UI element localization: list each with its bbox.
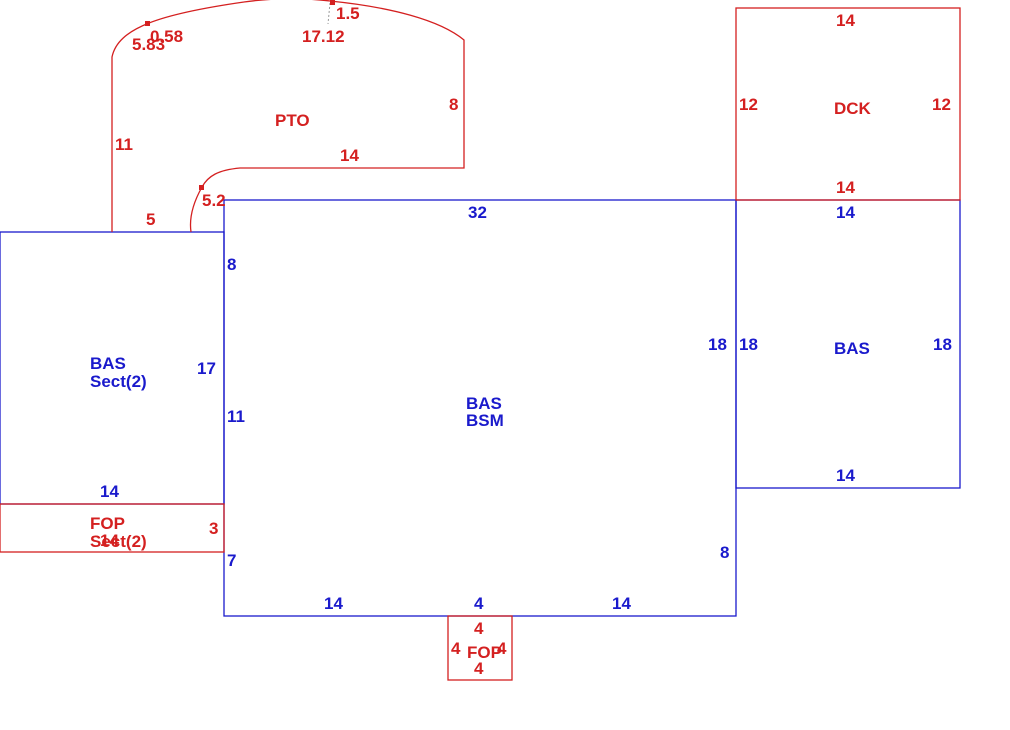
dimension-label: 18 xyxy=(708,335,727,354)
area-label-bas-left: BAS xyxy=(90,354,126,373)
dimension-label: 14 xyxy=(836,466,855,485)
dimension-label: 12 xyxy=(739,95,758,114)
dimension-label: 12 xyxy=(932,95,951,114)
dimension-label: 3 xyxy=(209,519,218,538)
dck-outline xyxy=(735,7,961,201)
dimension-label: 18 xyxy=(933,335,952,354)
dimension-label: 8 xyxy=(227,255,236,274)
dimension-label: 11 xyxy=(227,407,245,426)
dimension-label: 0.58 xyxy=(150,27,183,46)
area-label-pto: PTO xyxy=(275,111,310,130)
area-label-bas: BAS xyxy=(466,394,502,413)
pto-outline xyxy=(111,0,465,233)
pto-vertex-marker xyxy=(330,0,335,5)
dimension-label: 14 xyxy=(836,203,855,222)
dimension-label: 14 xyxy=(836,178,855,197)
area-sublabel-sect2: Sect(2) xyxy=(90,372,147,391)
dimension-label: 1.5 xyxy=(336,4,360,23)
fop-bottom-outline xyxy=(447,615,513,681)
area-sublabel-bsm: BSM xyxy=(466,411,504,430)
dimension-label: 5.83 xyxy=(132,35,165,54)
dimension-label: 14 xyxy=(324,594,343,613)
pto-arc-top xyxy=(243,0,331,3)
dimension-label: 5 xyxy=(146,210,155,229)
pto-vertex-marker xyxy=(199,185,204,190)
dimension-label: 14 xyxy=(100,531,119,550)
dimension-label: 8 xyxy=(449,95,458,114)
area-label-fop-left: FOP xyxy=(90,514,125,533)
area-label-bas-right: BAS xyxy=(834,339,870,358)
dimension-label: 14 xyxy=(836,11,855,30)
dimension-label: 14 xyxy=(100,482,119,501)
dimension-label: 17.12 xyxy=(302,27,345,46)
dimension-label: 5.2 xyxy=(202,191,226,210)
dimension-label: 8 xyxy=(720,543,729,562)
dimension-label: 4 xyxy=(451,639,461,658)
area-sublabel-sect2: Sect(2) xyxy=(90,532,147,551)
fop-left-outline xyxy=(0,503,225,553)
dimension-label: 14 xyxy=(612,594,631,613)
dimension-label: 17 xyxy=(197,359,216,378)
dimension-label: 14 xyxy=(340,146,359,165)
dimension-label: 4 xyxy=(497,639,507,658)
dimension-label: 11 xyxy=(115,135,133,154)
dimension-label: 4 xyxy=(474,594,484,613)
pto-leader-line xyxy=(327,2,331,25)
dimension-label: 32 xyxy=(468,203,487,222)
dimension-label: 7 xyxy=(227,551,236,570)
dimension-label: 4 xyxy=(474,619,484,638)
area-label-dck: DCK xyxy=(834,99,872,118)
dimension-label: 18 xyxy=(739,335,758,354)
dimension-label: 4 xyxy=(474,659,484,678)
area-label-fop-bottom: FOP xyxy=(467,643,502,662)
pto-vertex-marker xyxy=(145,21,150,26)
